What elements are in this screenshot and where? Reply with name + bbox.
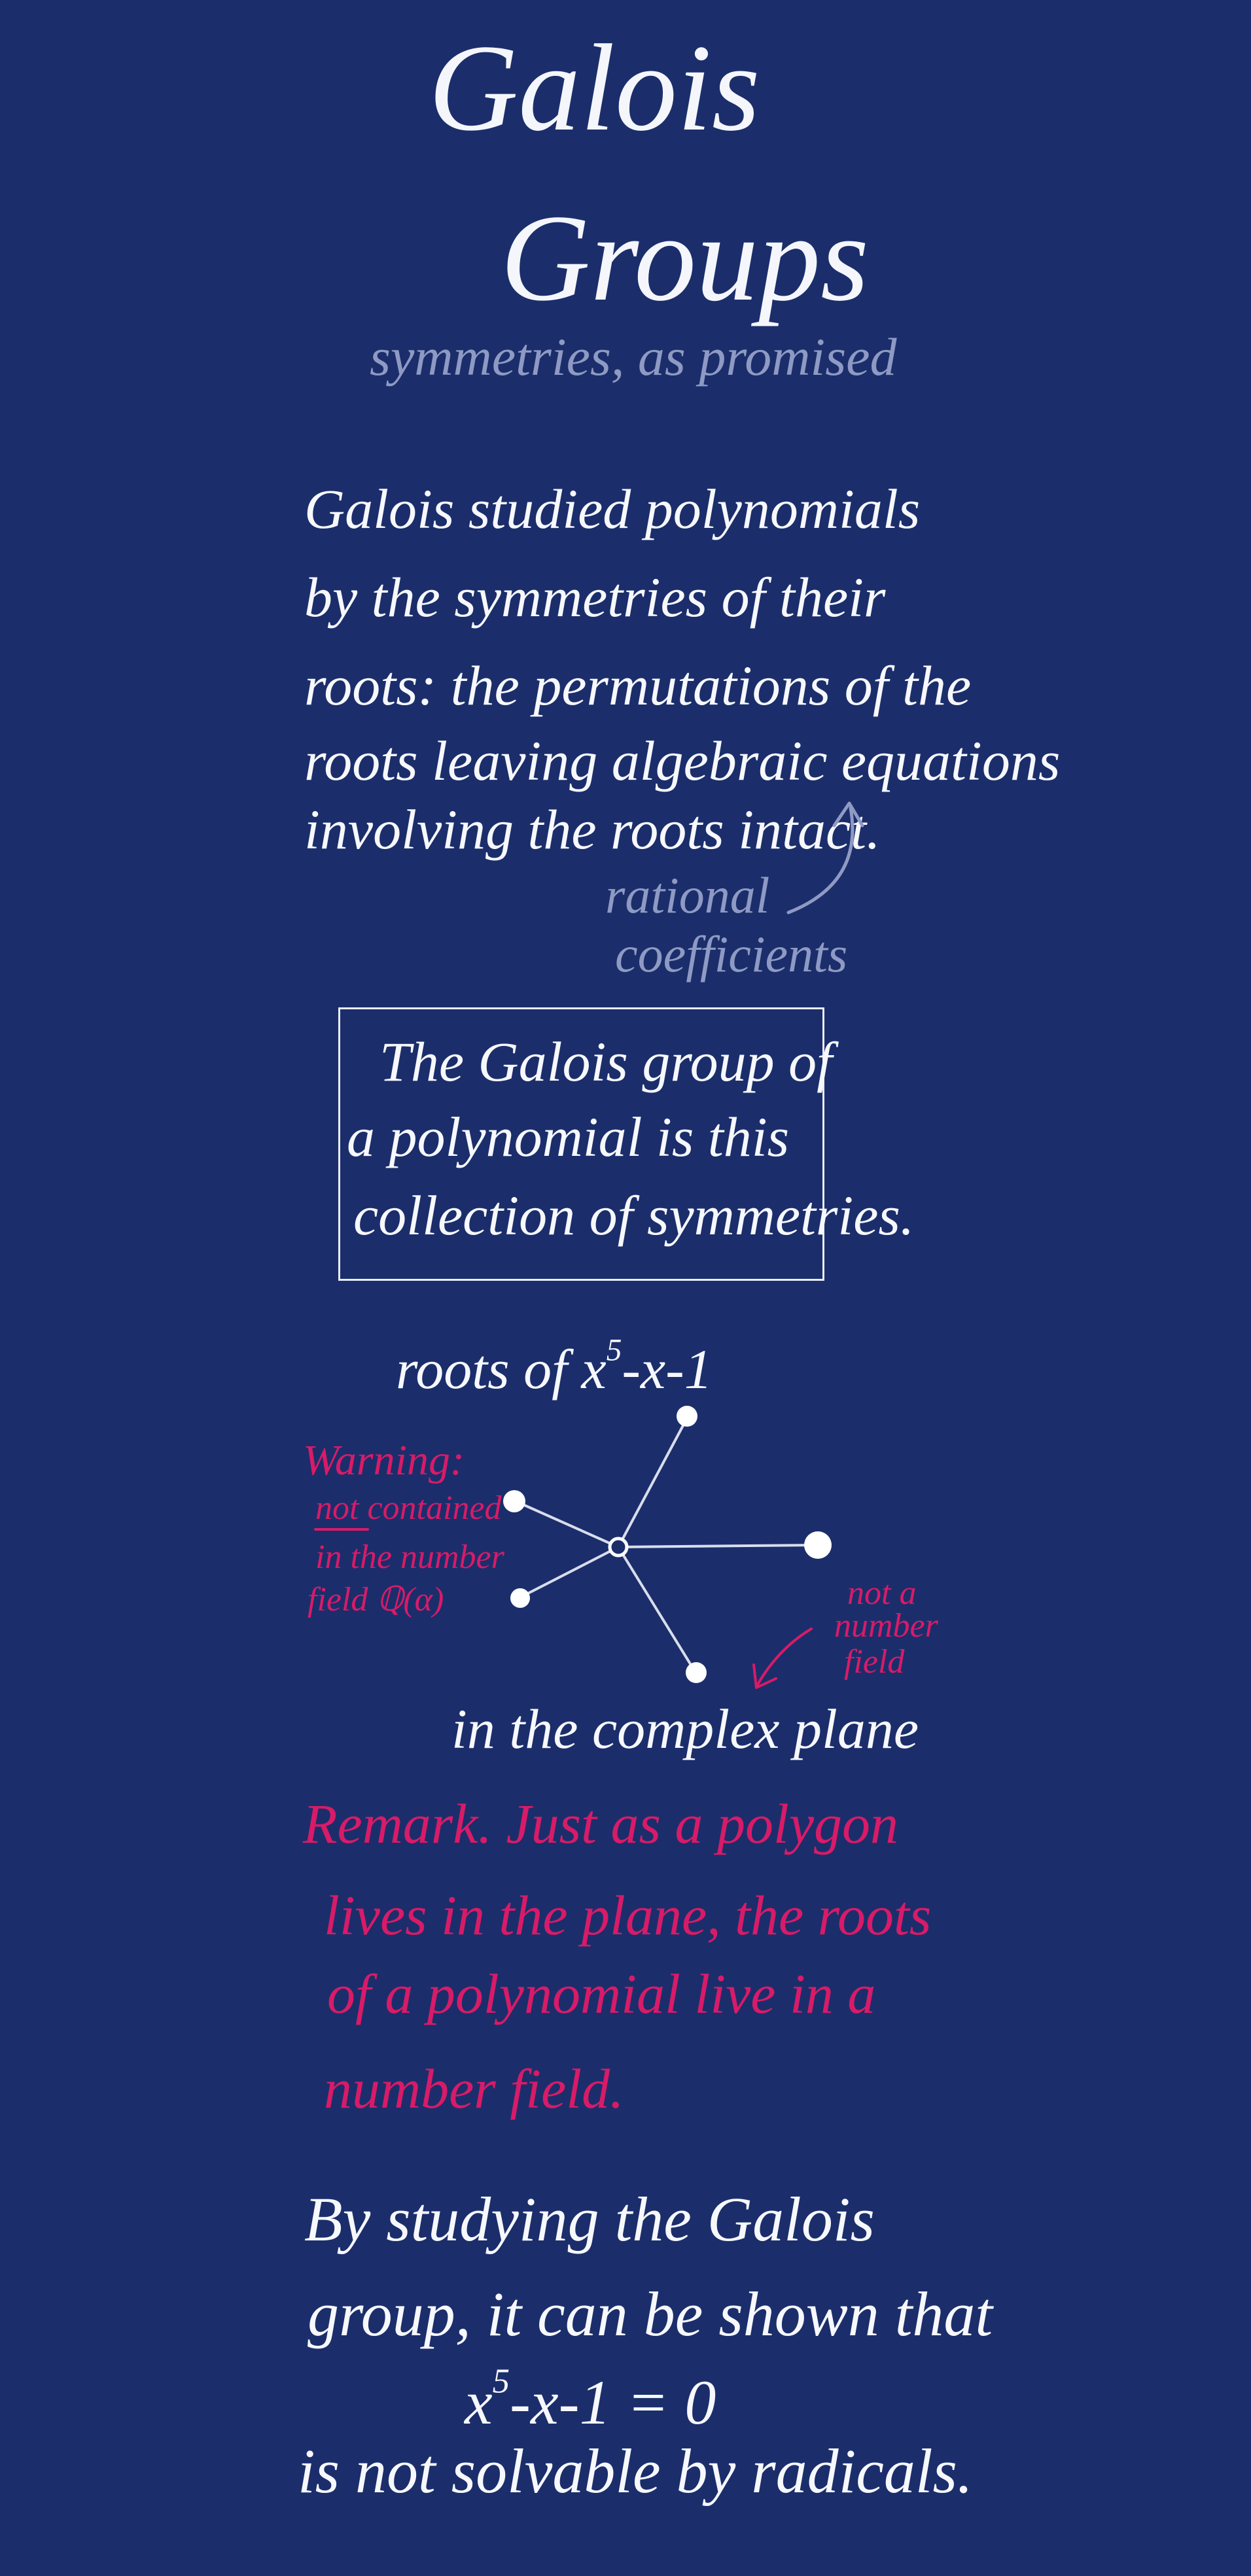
- warning-line-3: field ℚ(α): [308, 1581, 444, 1618]
- caption-suffix: -x-1: [622, 1338, 713, 1401]
- subtitle: symmetries, as promised: [370, 327, 897, 387]
- origin-marker: [608, 1537, 629, 1558]
- diagram-caption-bottom: in the complex plane: [451, 1697, 919, 1760]
- note-right-line-3: field: [844, 1643, 905, 1680]
- root-point: [510, 1588, 530, 1608]
- definition-line: a polynomial is this: [347, 1105, 790, 1168]
- remark-line: of a polynomial live in a: [327, 1962, 876, 2025]
- definition-box: [338, 1007, 824, 1281]
- conclusion-line: By studying the Galois: [304, 2184, 875, 2254]
- remark-line: Remark. Just as a polygon: [303, 1792, 899, 1855]
- root-point: [503, 1490, 525, 1512]
- intro-line: roots leaving algebraic equations: [304, 729, 1061, 792]
- note-right-line-1: not a: [847, 1575, 917, 1612]
- conclusion-line: is not solvable by radicals.: [298, 2436, 973, 2506]
- diagram-caption-top: roots of x5-x-1: [396, 1335, 713, 1397]
- equation-x: x: [465, 2367, 493, 2437]
- annotation-arrow: [786, 801, 864, 914]
- intro-line: Galois studied polynomials: [304, 478, 921, 540]
- definition-line: collection of symmetries.: [353, 1184, 915, 1247]
- conclusion-line: group, it can be shown that: [308, 2279, 993, 2349]
- annotation-rational: rational: [605, 867, 770, 924]
- warning-line-1: not contained: [315, 1491, 502, 1525]
- remark-line: number field.: [324, 2057, 624, 2120]
- warning-contained: contained: [359, 1489, 502, 1527]
- definition-line: The Galois group of: [379, 1030, 833, 1093]
- roots-diagram: [314, 1406, 832, 1689]
- intro-line: involving the roots intact.: [304, 798, 881, 861]
- warning-line-2: in the number: [315, 1539, 504, 1576]
- warning-title: Warning:: [303, 1436, 465, 1484]
- note-right-line-2: number: [834, 1607, 938, 1645]
- root-point: [677, 1406, 697, 1427]
- intro-line: roots: the permutations of the: [304, 654, 972, 717]
- title-line-2: Groups: [501, 190, 870, 327]
- caption-exponent: 5: [606, 1333, 622, 1368]
- intro-line: by the symmetries of their: [304, 566, 886, 629]
- equation-rest: -x-1 = 0: [510, 2367, 716, 2437]
- conclusion-equation: x5-x-1 = 0: [465, 2364, 716, 2434]
- title-line-1: Galois: [429, 20, 760, 157]
- caption-prefix: roots of: [396, 1338, 582, 1401]
- warning-not: not: [315, 1489, 359, 1527]
- root-point: [804, 1531, 832, 1559]
- remark-line: lives in the plane, the roots: [324, 1884, 932, 1947]
- caption-x: x: [581, 1338, 607, 1401]
- root-point: [686, 1662, 707, 1683]
- annotation-coefficients: coefficients: [615, 926, 848, 983]
- equation-exponent: 5: [492, 2362, 510, 2401]
